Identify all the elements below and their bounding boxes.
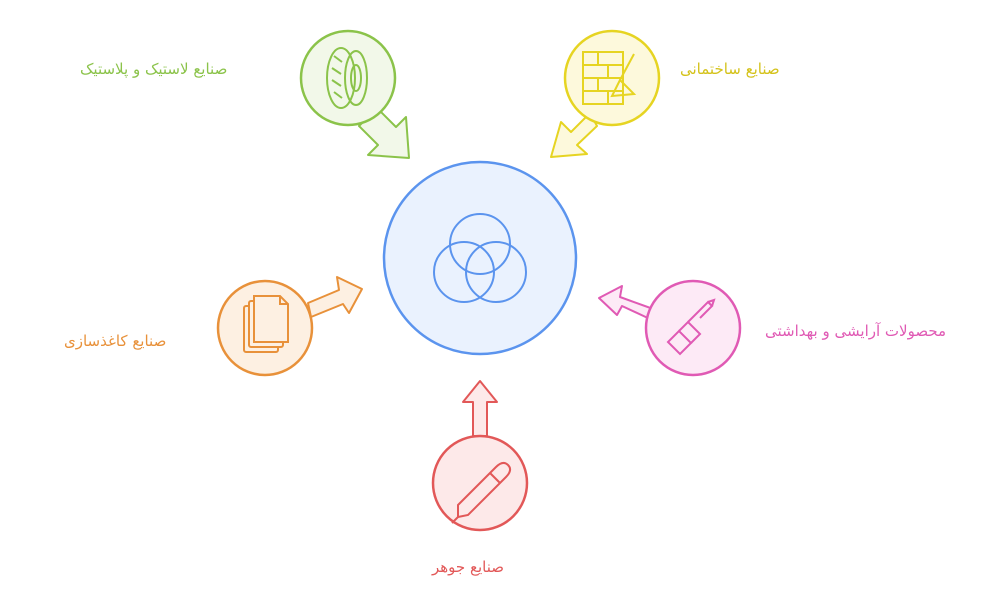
label-cosmetics-hygiene-products: محصولات آرایشی و بهداشتی xyxy=(765,322,947,340)
node-cosmetics xyxy=(598,279,742,377)
node-paper xyxy=(216,276,363,377)
label-construction-industries: صنایع ساختمانی xyxy=(680,60,780,78)
node-construction xyxy=(550,29,661,158)
center-hub xyxy=(382,160,578,356)
label-ink-industries: صنایع جوهر xyxy=(432,558,504,576)
lipstick-icon xyxy=(666,298,716,356)
tire-icon xyxy=(326,47,368,109)
node-ink xyxy=(431,380,529,532)
node-rubber xyxy=(299,29,410,159)
pen-icon xyxy=(451,461,512,524)
arrow-rubber xyxy=(358,107,410,159)
venn-circles-icon xyxy=(433,213,527,303)
label-paper-industries: صنایع کاغذسازی xyxy=(64,332,167,350)
arrow-ink xyxy=(462,380,498,437)
label-rubber-plastic-industries: صنایع لاستیک و پلاستیک xyxy=(80,60,228,78)
brick-wall-trowel-icon xyxy=(582,51,637,105)
arrow-construction xyxy=(550,112,598,158)
paper-stack-icon xyxy=(243,295,289,353)
arrow-paper xyxy=(307,276,363,318)
